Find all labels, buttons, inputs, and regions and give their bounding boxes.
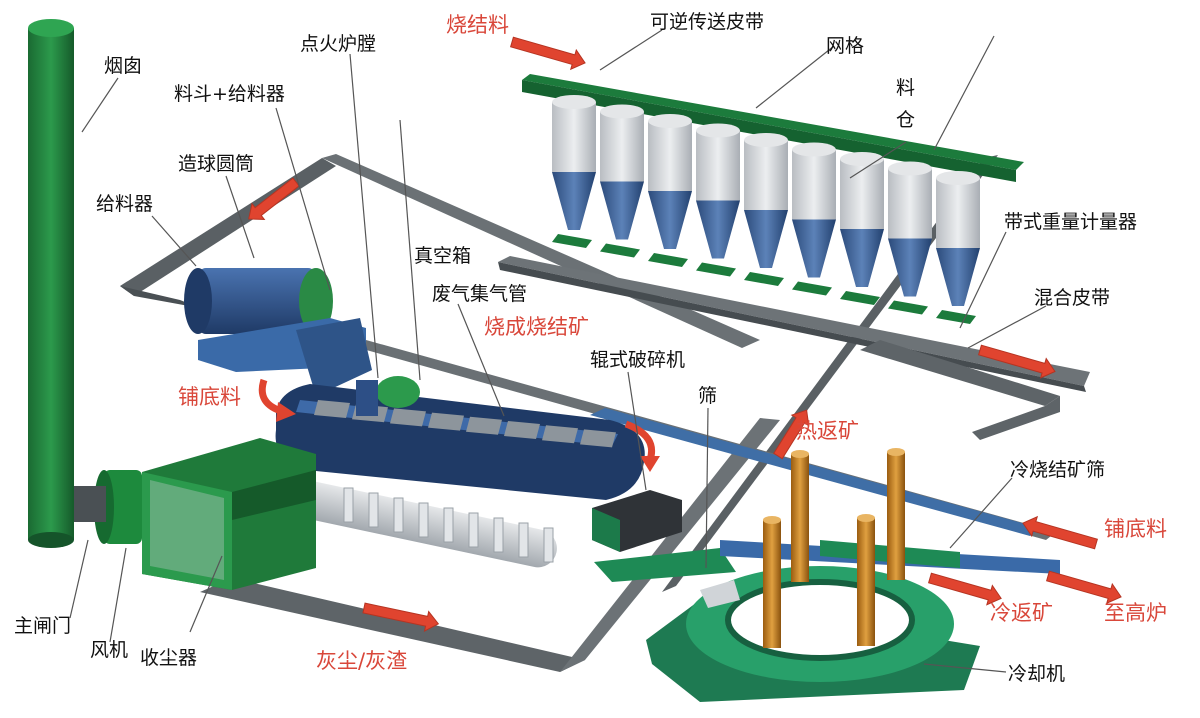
label-bedding-material-left: 铺底料 — [178, 385, 241, 409]
labels: 烟囱 点火炉膛 料斗+给料器 造球圆筒 给料器 真空箱 废气集气管 烧成烧结矿 … — [14, 11, 1167, 685]
mixing-belt-structure — [860, 340, 1060, 440]
label-belt-weigher: 带式重量计量器 — [1004, 211, 1137, 233]
label-hot-return-ore: 热返矿 — [796, 419, 859, 443]
bin — [552, 95, 596, 248]
vacuum-leg — [443, 507, 454, 543]
ignition-furnace — [356, 376, 420, 416]
flow-arrow — [248, 177, 300, 220]
label-dust-ash: 灰尘/灰渣 — [316, 649, 407, 673]
pallet — [580, 429, 616, 448]
chimney — [28, 19, 74, 548]
vacuum-leg — [343, 487, 354, 523]
fan — [74, 470, 142, 544]
flow-arrow — [928, 572, 1002, 606]
vacuum-leg — [393, 497, 404, 533]
label-sinter-material: 烧结料 — [446, 13, 509, 37]
cooler — [646, 566, 980, 702]
label-bin-1: 料 — [896, 77, 915, 99]
flow-arrow — [1046, 570, 1122, 605]
vacuum-leg — [368, 492, 379, 528]
label-bedding-material-right: 铺底料 — [1104, 517, 1167, 541]
flow-arrows — [248, 36, 1122, 633]
label-to-blast-furnace: 至高炉 — [1104, 601, 1167, 625]
label-pelletizing-drum: 造球圆筒 — [178, 153, 254, 175]
label-cooler: 冷却机 — [1008, 663, 1065, 685]
label-cold-return-ore: 冷返矿 — [990, 601, 1053, 625]
label-dust-collector: 收尘器 — [140, 647, 197, 669]
flow-arrow — [362, 602, 440, 633]
label-bin-2: 仓 — [896, 109, 915, 131]
bin — [696, 123, 740, 277]
leader-lines — [69, 29, 1047, 673]
flow-arrow — [978, 344, 1056, 379]
bin — [936, 171, 980, 324]
vacuum-leg — [418, 502, 429, 538]
label-ignition-furnace: 点火炉膛 — [300, 33, 376, 55]
sinter-conveyor — [352, 340, 1056, 540]
flow-arrow — [510, 36, 586, 71]
vacuum-legs — [343, 487, 554, 563]
bin — [792, 142, 836, 296]
pallet — [466, 416, 502, 435]
label-feeder: 给料器 — [96, 193, 153, 215]
vacuum-leg — [468, 512, 479, 548]
feeder-block — [198, 318, 372, 396]
pallet — [428, 412, 464, 431]
pallet — [390, 408, 426, 427]
label-screen: 筛 — [698, 385, 717, 407]
bin — [744, 133, 788, 286]
pelletizing-drum — [184, 268, 333, 334]
cooler-pillar — [791, 450, 809, 582]
vacuum-leg — [543, 527, 554, 563]
label-vacuum-box: 真空箱 — [414, 245, 471, 267]
label-roll-crusher: 辊式破碎机 — [590, 349, 685, 371]
label-hopper-feeder: 料斗+给料器 — [174, 83, 285, 105]
bin — [840, 152, 884, 305]
pallet — [314, 400, 350, 418]
pallet-row — [314, 400, 616, 448]
pallet — [504, 421, 540, 439]
flow-arrow — [773, 409, 810, 460]
cooler-pillar — [857, 514, 875, 646]
bin — [600, 104, 644, 258]
bedding-curve-head — [276, 402, 296, 422]
material-bins — [522, 74, 1024, 182]
label-main-gate: 主闸门 — [14, 615, 71, 637]
label-chimney: 烟囱 — [104, 55, 142, 77]
label-reversible-belt: 可逆传送皮带 — [650, 11, 764, 33]
bin-row — [552, 95, 980, 324]
dust-return-belt — [200, 418, 780, 672]
flow-arrow — [1022, 515, 1098, 550]
label-mixing-belt: 混合皮带 — [1034, 287, 1110, 309]
vacuum-leg — [493, 517, 504, 553]
cooler-pillar — [887, 448, 905, 580]
label-cold-sinter-screen: 冷烧结矿筛 — [1010, 459, 1105, 481]
cooler-pillars — [763, 448, 905, 648]
vacuum-leg — [518, 522, 529, 558]
label-exhaust-manifold: 废气集气管 — [432, 283, 527, 305]
label-fan: 风机 — [90, 639, 128, 661]
roll-crusher — [592, 490, 682, 552]
label-sintered-ore: 烧成烧结矿 — [484, 315, 589, 339]
discharge-curve-head — [640, 456, 660, 472]
dust-collector — [142, 438, 316, 590]
bin — [888, 161, 932, 315]
bin — [648, 114, 692, 267]
label-grid: 网格 — [826, 35, 864, 57]
pallet — [542, 425, 578, 444]
cooler-pillar — [763, 516, 781, 648]
